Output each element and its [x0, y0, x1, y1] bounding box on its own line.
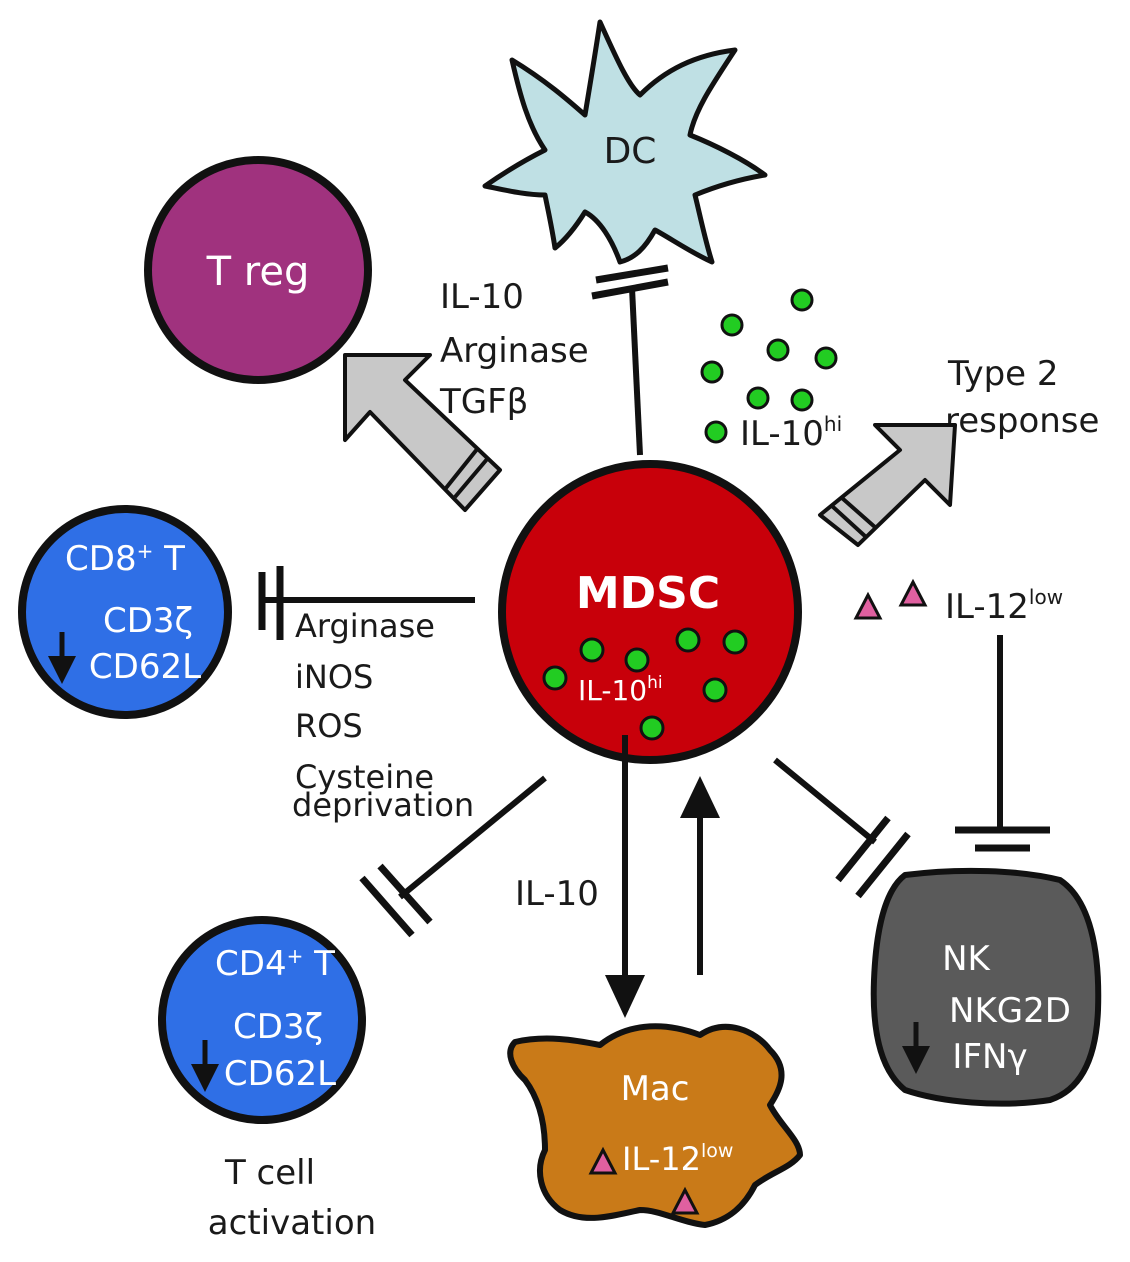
- mdsc-il10-dots: [542, 627, 748, 741]
- arrow-mdsc-to-mac: [605, 735, 645, 1018]
- nk-line2: NKG2D: [949, 991, 1071, 1031]
- arrow-mac-to-mdsc: [680, 776, 720, 975]
- dc-label: DC: [604, 131, 657, 172]
- dc-cell: [482, 19, 768, 265]
- cd4-down-arrow-icon: [191, 1040, 219, 1092]
- secreted-il10-label: IL-10hi: [740, 412, 842, 454]
- treg-factor-arginase: Arginase: [440, 331, 589, 371]
- cd8-line1: CD8+ T: [65, 539, 185, 579]
- cd8-factor-inos: iNOS: [295, 658, 373, 696]
- type2-line2: response: [945, 401, 1099, 441]
- arrow-mdsc-to-type2: [818, 423, 957, 547]
- treg-label: T reg: [206, 249, 310, 295]
- mac-il12-triangles: [588, 1146, 700, 1215]
- t-cell-activation-line1: T cell: [224, 1153, 315, 1193]
- arrow-mdsc-to-treg: [343, 353, 502, 512]
- nk-cell: [870, 867, 1102, 1107]
- inhibit-mdsc-to-dc: [591, 264, 669, 456]
- cd8-down-arrow-icon: [48, 632, 76, 684]
- cd8-factor-deprivation: deprivation: [292, 786, 474, 824]
- nk-down-arrow-icon: [902, 1022, 930, 1074]
- cd8-line3: CD62L: [89, 647, 201, 687]
- secreted-il10-dots: [700, 288, 838, 444]
- treg-factor-il10: IL-10: [440, 277, 524, 317]
- mac-label: Mac: [621, 1069, 690, 1109]
- inhibit-mdsc-to-nk: [773, 757, 911, 899]
- mdsc-cytokine-label: IL-10hi: [578, 673, 663, 707]
- cd4-line1: CD4+ T: [215, 944, 335, 984]
- cd4-line3: CD62L: [224, 1054, 336, 1094]
- il12-low-label: IL-12low: [945, 585, 1063, 627]
- inhibit-mdsc-to-cd4: [359, 775, 547, 938]
- nk-line3: IFNγ: [952, 1037, 1027, 1077]
- cd8-line2: CD3ζ: [103, 601, 193, 641]
- il10-arrow-label: IL-10: [515, 874, 599, 914]
- cd8-factor-cysteine: Cysteine: [295, 758, 434, 796]
- inhibit-mdsc-to-cd8: [258, 566, 475, 640]
- treg-factor-tgfb: TGFβ: [439, 382, 528, 422]
- cd4-line2: CD3ζ: [233, 1007, 323, 1047]
- cd8-factor-arginase: Arginase: [295, 607, 435, 645]
- mdsc-label: MDSC: [576, 568, 720, 619]
- il12-triangles: [853, 578, 928, 620]
- cd8-t-cell: [18, 505, 232, 719]
- mac-cytokine-label: IL-12low: [622, 1140, 733, 1178]
- treg-cell: [144, 156, 372, 384]
- t-cell-activation-line2: activation: [208, 1203, 376, 1243]
- type2-line1: Type 2: [947, 354, 1059, 394]
- cd8-factor-ros: ROS: [295, 707, 363, 745]
- mac-cell: [507, 1023, 803, 1228]
- inhibit-il12-to-nk: [955, 635, 1050, 852]
- nk-line1: NK: [942, 939, 991, 979]
